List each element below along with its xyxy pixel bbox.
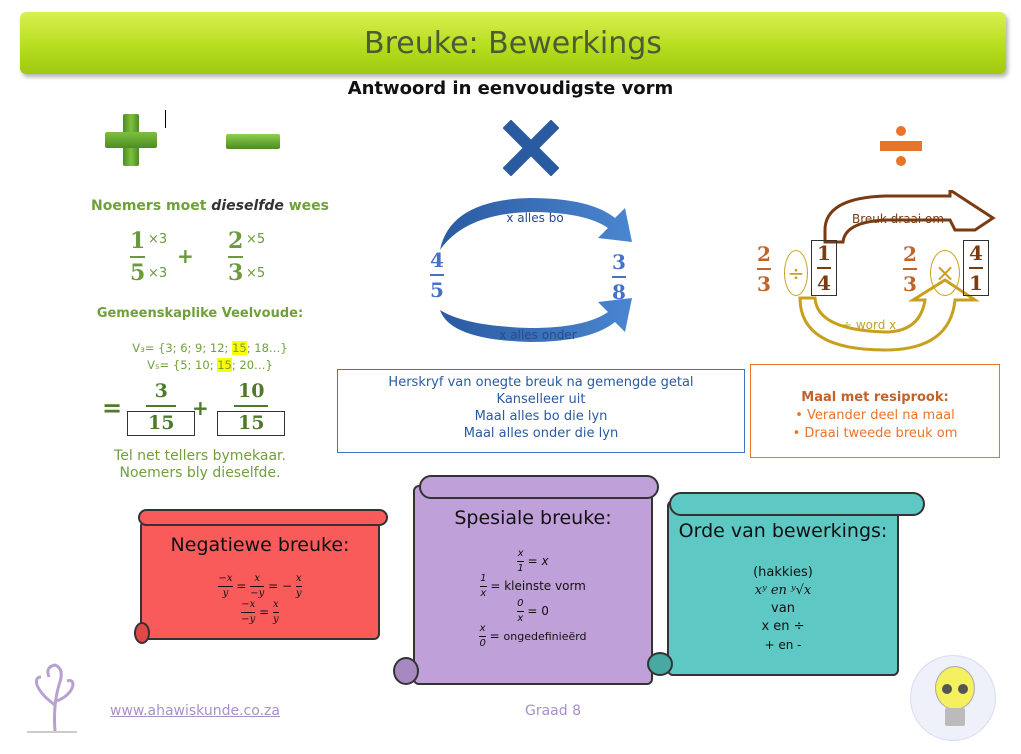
add-heading: Noemers moet dieselfde wees (91, 198, 329, 214)
multiples-of-5: V₅= {5; 10; 15; 20…} (147, 358, 273, 372)
grade-label: Graad 8 (525, 703, 582, 719)
order-step: x en ÷ (761, 619, 805, 634)
plus-icon (105, 114, 157, 166)
tree-logo (27, 663, 77, 733)
divide-bottom-label: ÷ word x (842, 318, 897, 332)
order-of-operations-scroll: Orde van bewerkings: (hakkies) xʸ en ʸ√x… (647, 492, 925, 676)
multiply-top-label: x alles bo (506, 211, 564, 225)
multiply-arrows (440, 198, 632, 342)
title-banner: Breuke: Bewerkings (20, 12, 1006, 74)
order-step: van (771, 601, 795, 616)
multiples-heading: Gemeenskaplike Veelvoude: (96, 306, 304, 321)
multiply-tips-box: Herskryf van onegte breuk na gemengde ge… (337, 369, 745, 453)
divide-icon (880, 126, 922, 166)
equals-sign: = (102, 394, 123, 422)
multiples-of-3: V₃= {3; 6; 9; 12; 15; 18…} (132, 341, 288, 355)
subtitle: Antwoord in eenvoudigste vorm (347, 78, 674, 99)
order-step: + en - (764, 638, 802, 652)
multiply-bottom-label: x alles onder (499, 328, 577, 342)
list-item: • Draai tweede breuk om (792, 426, 958, 441)
list-item: • Verander deel na maal (795, 408, 955, 423)
times-icon (503, 120, 559, 176)
plus-sign: + (177, 244, 194, 268)
times-operator: × (930, 250, 960, 296)
divide-top-label: Breuk draai om (852, 212, 945, 226)
order-step: (hakkies) (753, 565, 813, 580)
minus-icon (226, 134, 280, 149)
page-title: Breuke: Bewerkings (364, 25, 662, 61)
order-step: xʸ en ʸ√x (754, 583, 812, 598)
reciprocal-box: Maal met resiprook: • Verander deel na m… (750, 364, 1000, 458)
website-link[interactable]: www.ahawiskunde.co.za (110, 703, 280, 719)
divide-operator: ÷ (784, 250, 808, 296)
text-cursor (165, 110, 166, 128)
add-note: Tel net tellers bymekaar.Noemers bly die… (114, 448, 286, 481)
lightbulb-logo (910, 655, 996, 741)
plus-sign-2: + (192, 396, 209, 420)
divide-arrows (798, 190, 996, 352)
